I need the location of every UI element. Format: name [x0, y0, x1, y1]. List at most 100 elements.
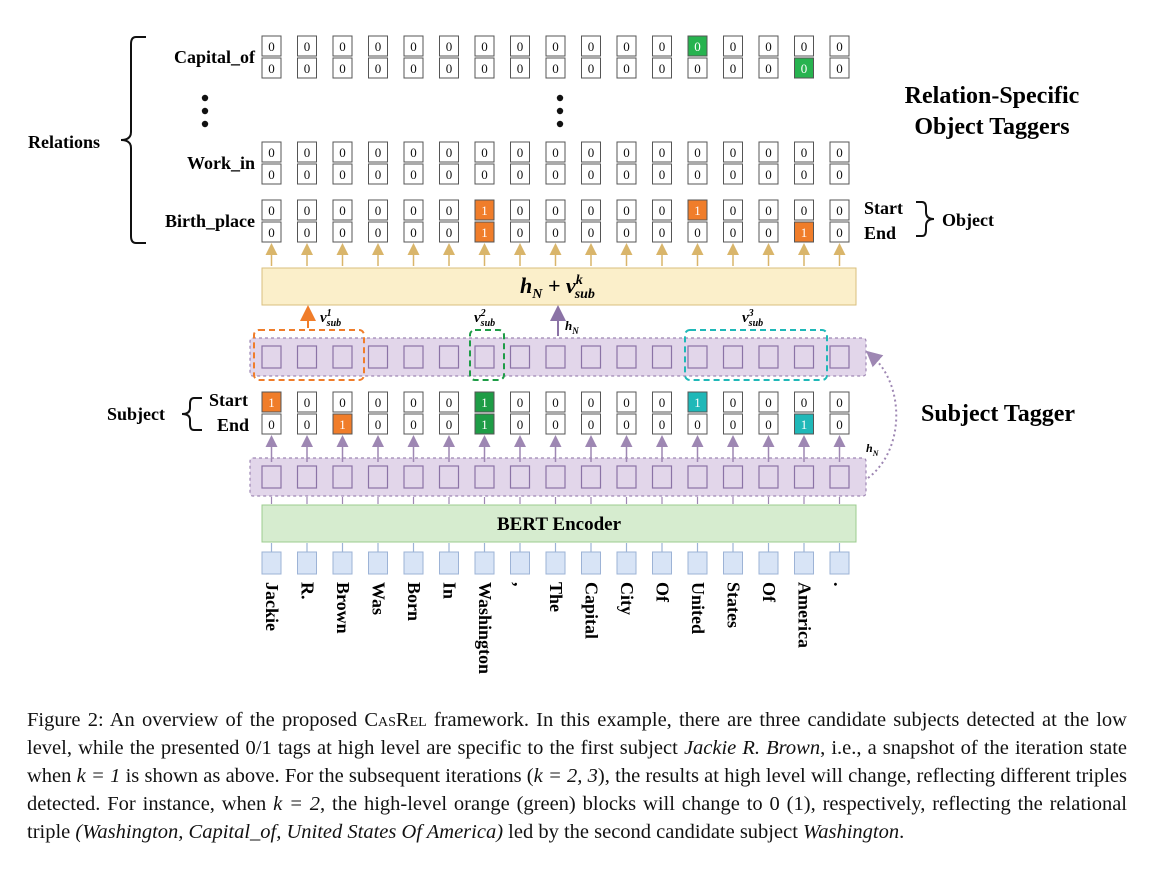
hidden-state-box: [545, 465, 566, 489]
token-word: Of: [653, 582, 673, 603]
tag-value: 0: [694, 417, 701, 432]
tag-value: 0: [730, 225, 737, 240]
tag-cell: [297, 221, 317, 243]
tag-cell: [474, 413, 495, 435]
tag-value: 0: [517, 61, 524, 76]
tag-value: 0: [765, 225, 772, 240]
tag-value: 0: [410, 395, 417, 410]
tag-value: 0: [659, 225, 666, 240]
tag-value: 0: [375, 167, 382, 182]
tag-cell: [403, 199, 424, 221]
object-brace: [916, 201, 935, 237]
token-word: Jackie: [262, 582, 282, 631]
tag-cell: [297, 141, 317, 163]
tag-cell: [439, 35, 459, 57]
tag-value: 0: [339, 395, 346, 410]
tag-cell: [297, 413, 317, 435]
tag-cell: [368, 199, 388, 221]
relations-brace: [120, 36, 146, 244]
tag-value: 0: [268, 417, 275, 432]
tag-value: 1: [481, 417, 488, 432]
tag-value: 1: [481, 203, 488, 218]
tag-cell: [616, 163, 637, 185]
tag-cell: [439, 391, 459, 413]
tag-cell: [758, 141, 779, 163]
tag-value: 1: [481, 225, 488, 240]
tag-cell: [261, 35, 282, 57]
tag-cell: [794, 413, 814, 435]
tag-cell: [829, 57, 850, 79]
tag-value: 0: [375, 395, 382, 410]
tag-cell: [616, 141, 637, 163]
caption-text: is shown as above. For the subsequent it…: [120, 765, 534, 787]
subject-brace: [181, 397, 202, 431]
tag-value: 0: [765, 417, 772, 432]
tag-cell: [474, 221, 495, 243]
tag-cell: [297, 163, 317, 185]
subject-end-label: End: [217, 415, 249, 435]
tag-cell: [829, 141, 850, 163]
tag-value: 0: [588, 225, 595, 240]
tag-cell: [652, 141, 672, 163]
token-word: City: [617, 582, 637, 615]
relation-label-work-in: Work_in: [187, 153, 255, 173]
bert-encoder: [261, 504, 857, 543]
tag-cell: [545, 391, 566, 413]
tag-value: 0: [304, 417, 311, 432]
tag-cell: [332, 391, 353, 413]
tag-value: 0: [730, 145, 737, 160]
token-word: United: [688, 582, 708, 634]
tag-value: 0: [481, 167, 488, 182]
tag-cell: [510, 57, 530, 79]
tag-value: 0: [765, 61, 772, 76]
tag-cell: [687, 221, 708, 243]
tag-cell: [439, 141, 459, 163]
caption-text: Figure 2: An overview of the proposed: [27, 709, 365, 731]
tag-value: 0: [304, 39, 311, 54]
tag-cell: [652, 57, 672, 79]
tag-cell: [723, 391, 743, 413]
tag-value: 0: [694, 225, 701, 240]
token-box: [829, 551, 850, 575]
hidden-state-box: [332, 345, 353, 369]
tag-value: 0: [410, 203, 417, 218]
tag-cell: [581, 221, 601, 243]
tag-cell: [829, 35, 850, 57]
hidden-state-box: [545, 345, 566, 369]
tag-cell: [687, 199, 708, 221]
tag-cell: [616, 221, 637, 243]
tag-value: 0: [446, 61, 453, 76]
hidden-state-box: [758, 465, 779, 489]
relational-triple: (Washington, Capital_of, United States O…: [75, 821, 504, 843]
tag-value: 0: [410, 61, 417, 76]
token-word: Was: [369, 582, 389, 615]
tag-cell: [687, 163, 708, 185]
hidden-state-box: [651, 465, 673, 489]
tag-value: 0: [339, 225, 346, 240]
tag-value: 0: [694, 61, 701, 76]
tag-value: 0: [552, 203, 559, 218]
subject-tagger-title: Subject Tagger: [921, 401, 1075, 427]
tag-value: 0: [623, 225, 630, 240]
tag-value: 0: [659, 145, 666, 160]
tag-cell: [794, 57, 814, 79]
tag-cell: [261, 199, 282, 221]
hidden-state-box: [722, 465, 744, 489]
tag-cell: [794, 199, 814, 221]
tag-cell: [474, 163, 495, 185]
tag-value: 0: [623, 39, 630, 54]
tag-value: 0: [268, 203, 275, 218]
framework-name: CasRel: [364, 709, 427, 731]
tag-value: 0: [552, 225, 559, 240]
tag-cell: [261, 413, 282, 435]
tag-cell: [829, 221, 850, 243]
fusion-bar: [261, 267, 857, 306]
tag-cell: [687, 413, 708, 435]
tag-cell: [545, 199, 566, 221]
tag-cell: [545, 221, 566, 243]
tag-value: 0: [730, 39, 737, 54]
tag-cell: [829, 391, 850, 413]
tag-value: 0: [375, 61, 382, 76]
tag-value: 0: [375, 225, 382, 240]
